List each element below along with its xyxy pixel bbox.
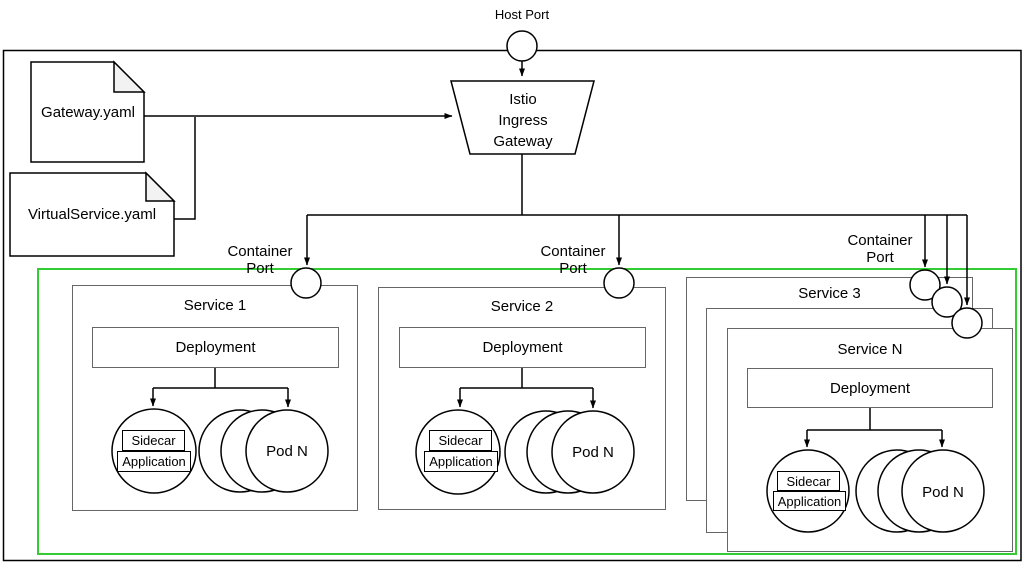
container-port-circle-3c [951, 307, 983, 339]
deployment-label: Deployment [175, 339, 256, 356]
host-port-label: Host Port [494, 7, 550, 22]
container-port-circle-1 [290, 267, 322, 299]
gateway-yaml-label: Gateway.yaml [41, 104, 135, 121]
deployment-label: Deployment [829, 379, 911, 397]
container-port-label-1: Container Port [213, 243, 307, 277]
application-label: Application [429, 454, 493, 469]
container-port-line-1: Container [227, 243, 293, 260]
folded-corner [145, 171, 176, 202]
container-port-label-2: Container Port [526, 243, 620, 277]
application-tag-service-2: Application [424, 451, 498, 472]
sidecar-tag-service-n: Sidecar [777, 471, 840, 491]
deployment-connectors [150, 368, 945, 448]
container-port-line-2: Port [246, 260, 274, 277]
deployment-box-service-2: Deployment [399, 327, 646, 368]
top-connectors [144, 61, 970, 306]
ingress-gateway-trapezoid [450, 80, 595, 155]
sidecar-tag-service-1: Sidecar [122, 430, 185, 451]
application-tag-service-n: Application [773, 491, 846, 511]
container-port-line-2: Port [866, 249, 894, 266]
container-port-circle-3b [931, 286, 963, 318]
deployment-box-service-1: Deployment [92, 327, 339, 368]
container-port-circle-3a [909, 269, 941, 301]
application-label: Application [777, 493, 842, 509]
container-port-line-1: Container [847, 232, 913, 249]
host-port-circle [506, 30, 538, 62]
service-n-title: Service N [837, 341, 903, 358]
green-cluster-boundary [37, 268, 1017, 555]
application-label: Application [122, 454, 186, 469]
pod-n-circle [245, 409, 329, 493]
virtualservice-yaml-label: VirtualService.yaml [27, 206, 157, 223]
pod-n-circle [901, 449, 985, 533]
gateway-yaml-document [30, 60, 146, 163]
ingress-gateway-line-2: Ingress [498, 112, 548, 129]
service-2-title: Service 2 [490, 298, 554, 315]
deployment-box-service-n: Deployment [747, 368, 993, 408]
container-port-circle-2 [603, 267, 635, 299]
sidecar-tag-service-2: Sidecar [429, 430, 492, 451]
application-tag-service-1: Application [117, 451, 191, 472]
pod-n-circle [551, 410, 635, 494]
service-1-title: Service 1 [183, 297, 247, 314]
virtualservice-yaml-document [9, 171, 176, 257]
deployment-label: Deployment [482, 339, 563, 356]
pod-n-label-service-n: Pod N [922, 484, 964, 501]
sidecar-label: Sidecar [131, 433, 176, 448]
ingress-gateway-line-1: Istio [509, 91, 537, 108]
folded-corner [113, 60, 146, 93]
sidecar-label: Sidecar [438, 433, 483, 448]
ingress-gateway-label: Istio Ingress Gateway [452, 89, 594, 152]
ingress-gateway-line-3: Gateway [493, 133, 553, 150]
service-n-pod-circles [766, 449, 985, 533]
container-port-line-2: Port [559, 260, 587, 277]
service-3-title: Service 3 [798, 285, 861, 302]
container-port-label-3: Container Port [833, 232, 927, 266]
pod-n-label-service-1: Pod N [266, 443, 308, 460]
pod-n-label-service-2: Pod N [572, 444, 614, 461]
sidecar-label: Sidecar [786, 473, 831, 489]
container-port-line-1: Container [540, 243, 606, 260]
